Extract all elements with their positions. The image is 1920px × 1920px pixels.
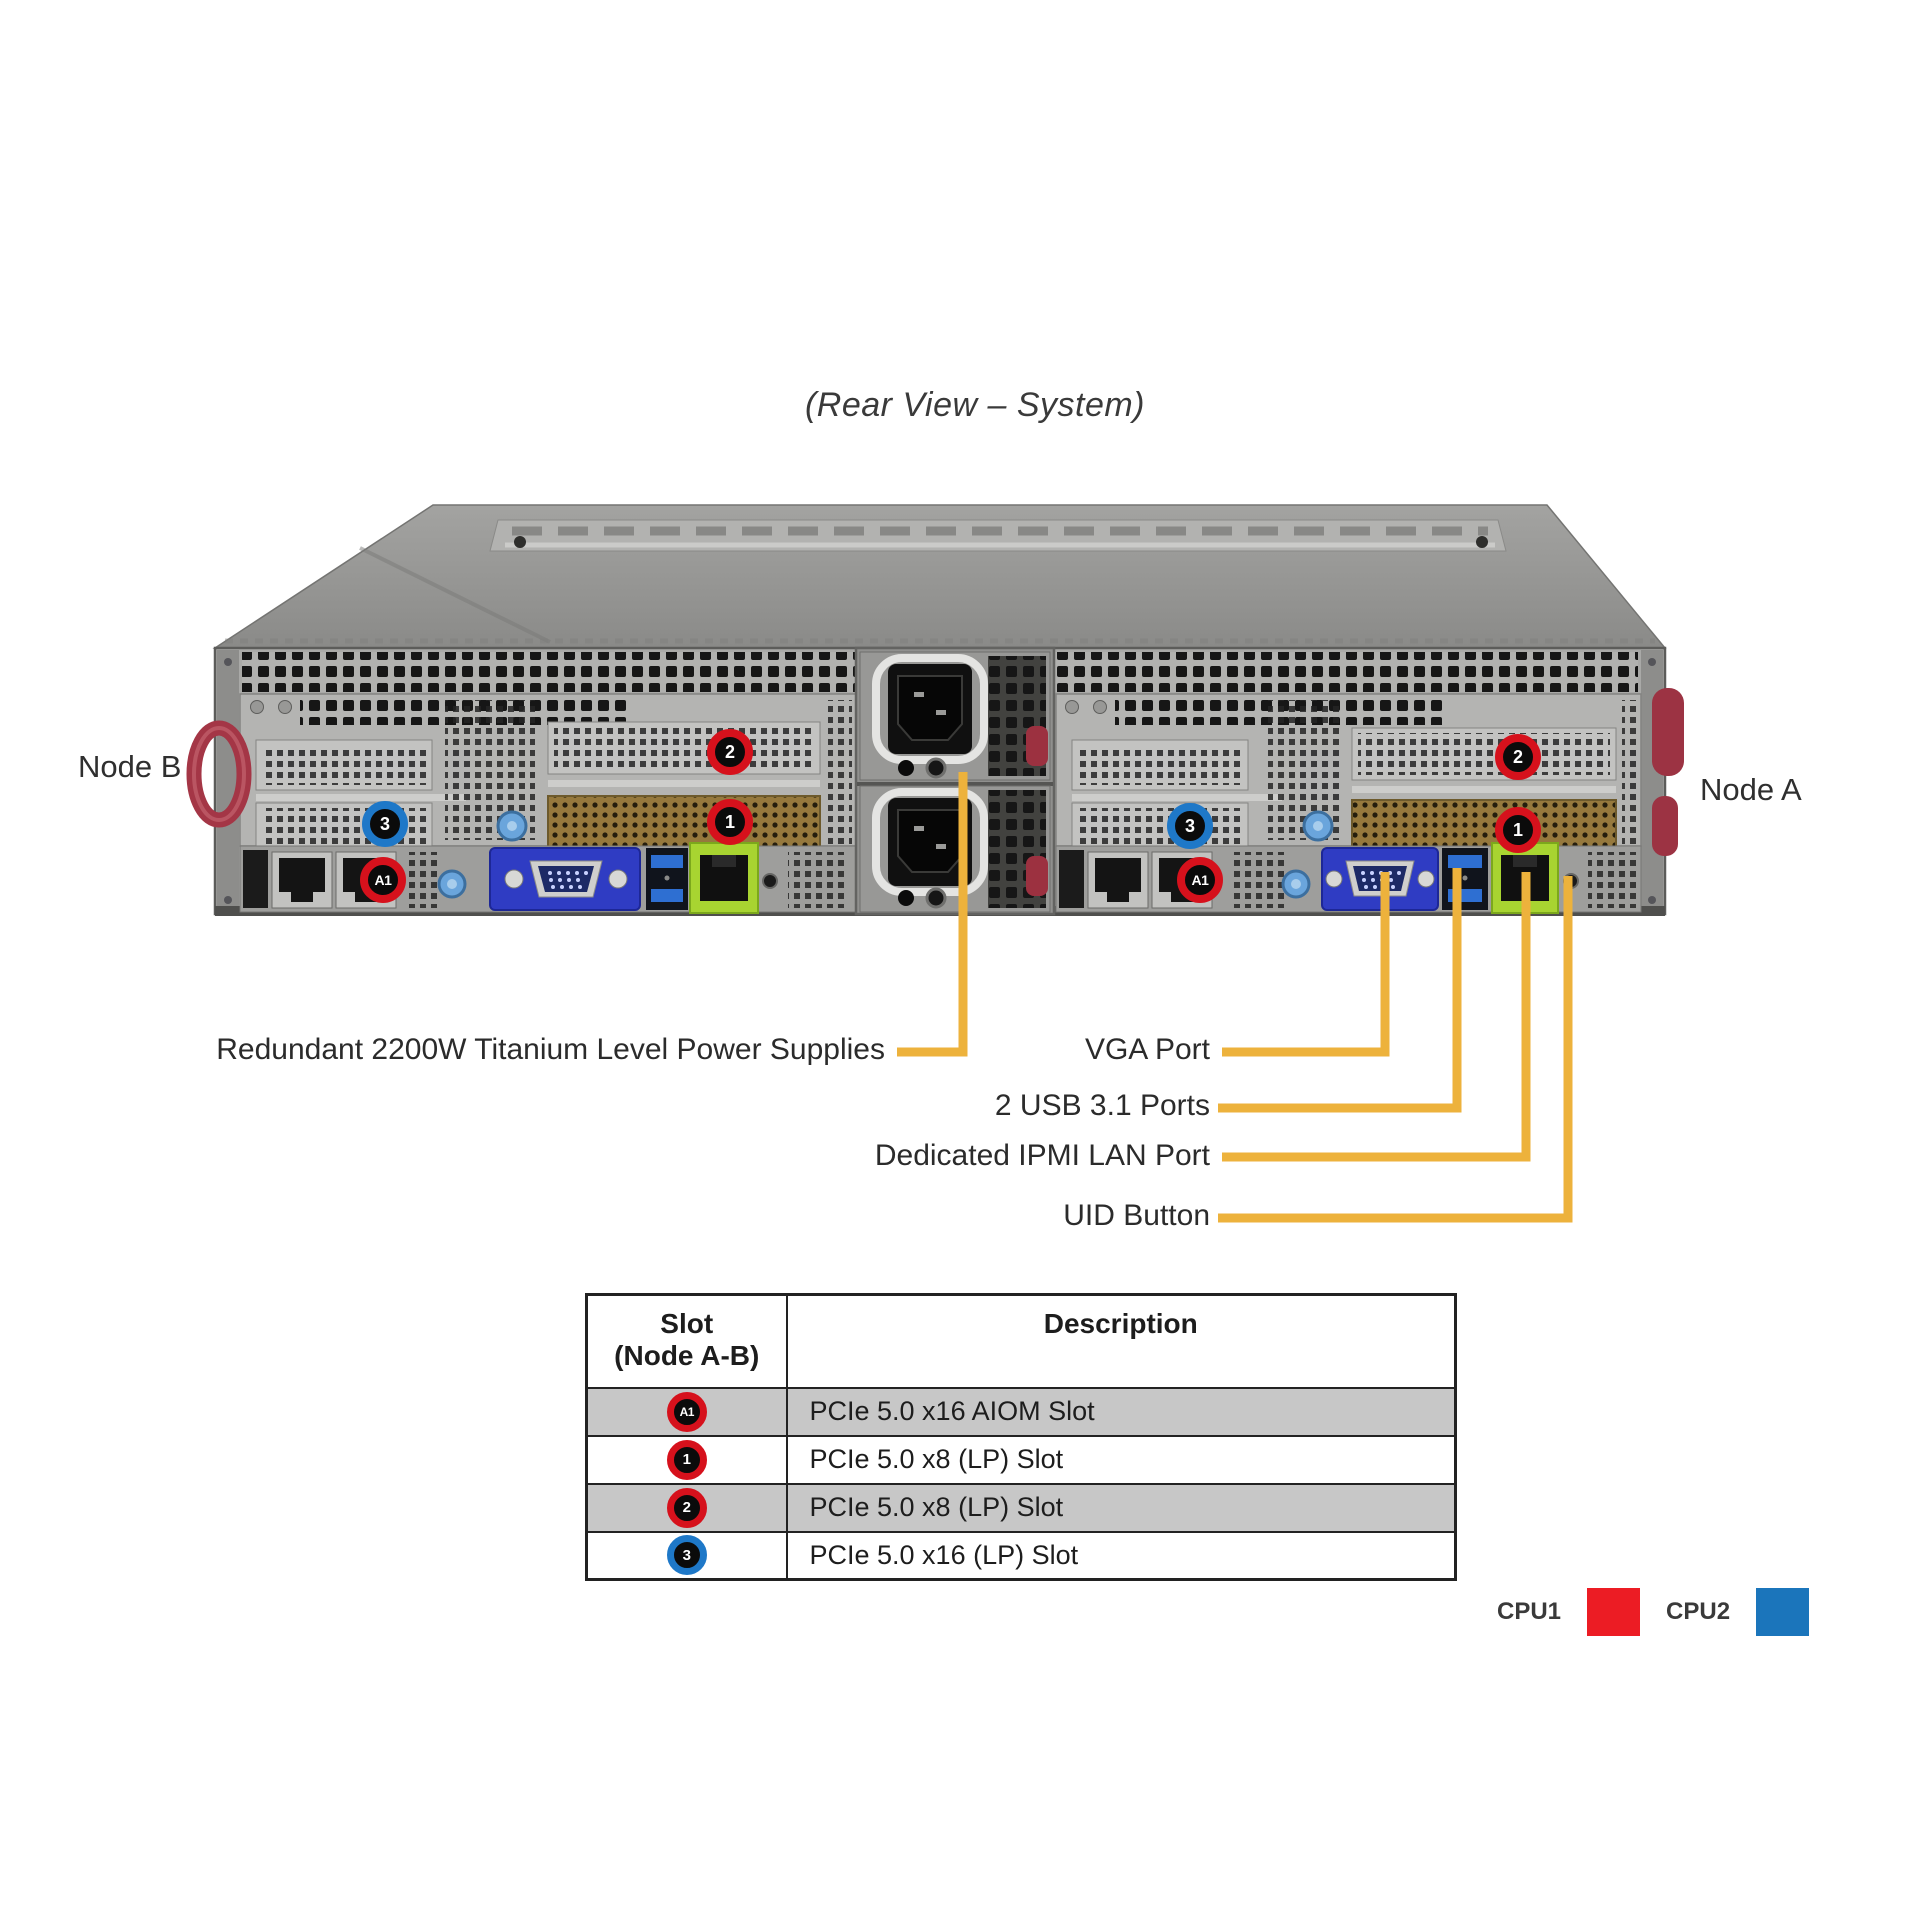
- table-header-row: Slot (Node A-B) Description: [585, 1293, 1457, 1389]
- slot-badge-2: 2: [666, 1487, 707, 1528]
- table-cell-slot: A1: [585, 1386, 788, 1437]
- callout-lines: [897, 772, 1573, 1223]
- cpu-legend: CPU1 CPU2: [1497, 1588, 1810, 1636]
- usb-ports: [646, 848, 688, 910]
- pcie-slot-mesh: [547, 795, 821, 851]
- ipmi-lan-port: [689, 842, 759, 914]
- callout-line-power: [897, 772, 968, 1057]
- table-row: 1 PCIe 5.0 x8 (LP) Slot: [585, 1434, 1457, 1485]
- page-title: (Rear View – System): [804, 386, 1146, 424]
- table-header-slot-line2: (Node A-B): [614, 1340, 760, 1371]
- vga-port: [489, 847, 641, 911]
- callout-label-uid-button: UID Button: [1063, 1199, 1210, 1232]
- table-row: 2 PCIe 5.0 x8 (LP) Slot: [585, 1482, 1457, 1533]
- cpu1-color-swatch: [1587, 1588, 1641, 1636]
- table-cell-description: PCIe 5.0 x16 AIOM Slot: [785, 1386, 1457, 1437]
- slot-badge-a1: A1: [666, 1391, 707, 1432]
- callout-line-ipmi: [1222, 872, 1531, 1162]
- slot-badge-1-node-a: 1: [1495, 807, 1541, 853]
- table-header-description: Description: [785, 1293, 1457, 1389]
- cpu2-color-swatch: [1756, 1588, 1810, 1636]
- table-row: A1 PCIe 5.0 x16 AIOM Slot: [585, 1386, 1457, 1437]
- callout-line-vga: [1222, 872, 1390, 1057]
- node-b-label: Node B: [78, 749, 182, 784]
- table-cell-description: PCIe 5.0 x8 (LP) Slot: [785, 1482, 1457, 1533]
- node-b-io-row: [239, 842, 857, 914]
- callout-label-power-supplies: Redundant 2200W Titanium Level Power Sup…: [216, 1033, 885, 1066]
- slot-badge-3: 3: [666, 1535, 707, 1576]
- slot-description-table: Slot (Node A-B) Description A1 PCIe 5.0 …: [585, 1293, 1457, 1581]
- uid-button: [762, 873, 778, 889]
- vga-port: [1321, 847, 1439, 911]
- node-a-handle: [1652, 688, 1684, 776]
- power-supply-bottom: [859, 785, 1051, 913]
- slot-badge-a1-node-a: A1: [1177, 857, 1223, 903]
- cpu2-label: CPU2: [1666, 1598, 1731, 1625]
- table-header-slot-line1: Slot: [660, 1308, 714, 1339]
- power-supply-bay: [854, 646, 1056, 916]
- callout-line-usb: [1218, 868, 1462, 1113]
- slot-badge-1-node-b: 1: [707, 799, 753, 845]
- callout-label-ipmi-lan-port: Dedicated IPMI LAN Port: [874, 1139, 1210, 1172]
- table-cell-slot: 2: [585, 1482, 788, 1533]
- slot-badge-3-node-b: 3: [362, 801, 408, 847]
- slot-badge-2-node-a: 2: [1495, 734, 1541, 780]
- chassis-top-lid: [212, 504, 1667, 649]
- psu-latch: [1026, 726, 1048, 766]
- table-header-slot: Slot (Node A-B): [585, 1293, 788, 1389]
- table-row: 3 PCIe 5.0 x16 (LP) Slot: [585, 1530, 1457, 1581]
- table-cell-slot: 3: [585, 1530, 788, 1581]
- callout-label-usb-ports: 2 USB 3.1 Ports: [994, 1089, 1210, 1122]
- slot-badge-3-node-a: 3: [1167, 803, 1213, 849]
- slot-badge-a1-node-b: A1: [360, 857, 406, 903]
- slot-badge-1: 1: [666, 1439, 707, 1480]
- cpu1-label: CPU1: [1497, 1598, 1562, 1625]
- usb-ports: [1442, 848, 1488, 910]
- power-supply-top: [859, 651, 1051, 781]
- callout-label-vga-port: VGA Port: [1084, 1033, 1210, 1066]
- node-b-rear-panel: [239, 693, 857, 914]
- node-a-rear-panel: [1055, 693, 1642, 914]
- pcie-slot-mesh: [1351, 799, 1617, 855]
- node-a-io-row: [1055, 842, 1642, 914]
- node-a-label: Node A: [1700, 772, 1802, 807]
- node-a-handle: [1652, 796, 1678, 856]
- slot-badge-2-node-b: 2: [707, 729, 753, 775]
- callout-line-uid: [1218, 876, 1573, 1223]
- table-cell-slot: 1: [585, 1434, 788, 1485]
- node-handles: [186, 688, 1684, 856]
- table-cell-description: PCIe 5.0 x16 (LP) Slot: [785, 1530, 1457, 1581]
- table-cell-description: PCIe 5.0 x8 (LP) Slot: [785, 1434, 1457, 1485]
- psu-latch: [1026, 856, 1048, 896]
